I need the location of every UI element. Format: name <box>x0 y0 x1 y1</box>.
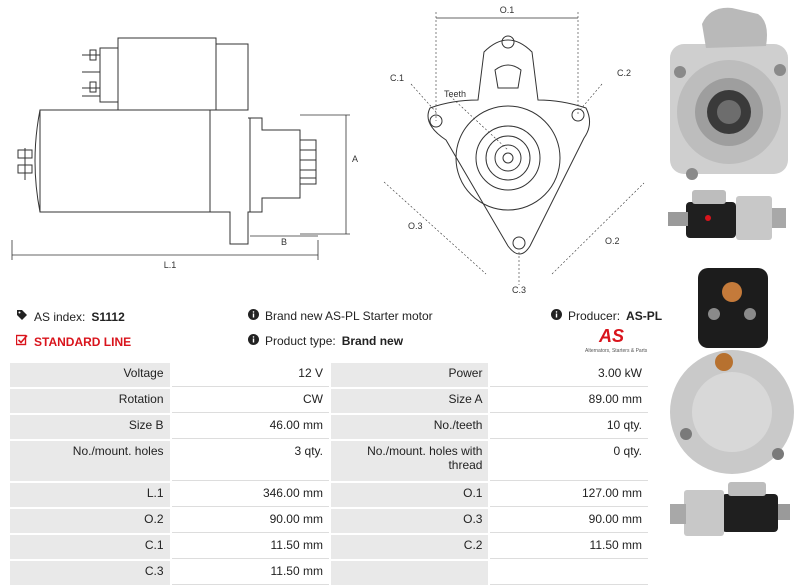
table-row: C.3 11.50 mm <box>10 561 648 585</box>
spec-label: O.3 <box>330 509 489 533</box>
spec-label: C.1 <box>10 535 170 559</box>
spec-label: O.1 <box>330 483 489 507</box>
product-type-label: Product type: <box>265 334 336 348</box>
product-photo-rear <box>670 268 794 474</box>
product-type-value: Brand new <box>341 334 404 348</box>
dim-label-o1: O.1 <box>500 5 515 15</box>
spec-value: 10 qty. <box>490 415 648 439</box>
dim-label-c1: C.1 <box>390 73 404 83</box>
dim-label-o3: O.3 <box>408 221 423 231</box>
dim-label-teeth: Teeth <box>444 89 466 99</box>
dim-label-c3: C.3 <box>512 285 526 295</box>
spec-label: Size B <box>10 415 170 439</box>
logo-mark: AS <box>599 326 625 346</box>
spec-label <box>330 561 489 585</box>
standard-line: STANDARD LINE <box>15 334 132 349</box>
dim-label-l1: L.1 <box>164 260 177 270</box>
tag-icon <box>16 309 28 324</box>
spec-label: L.1 <box>10 483 170 507</box>
table-row: Voltage 12 V Power 3.00 kW <box>10 363 648 387</box>
technical-drawing: L.1 B A O.1 C.1 C.2 Teeth O.3 O.2 C.3 <box>11 5 645 295</box>
as-index-label: AS index: <box>34 309 86 324</box>
side-view <box>17 37 317 245</box>
dim-label-c2: C.2 <box>617 68 631 78</box>
table-row: O.2 90.00 mm O.3 90.00 mm <box>10 509 648 533</box>
spec-value: 11.50 mm <box>171 535 329 559</box>
product-photo-side-small <box>668 190 786 240</box>
info-icon <box>248 309 259 323</box>
table-row: Rotation CW Size A 89.00 mm <box>10 389 648 413</box>
spec-label: Rotation <box>10 389 170 413</box>
spec-value: 90.00 mm <box>490 509 648 533</box>
as-pl-logo: AS Alternators, Starters & Parts <box>585 326 651 358</box>
spec-label: No./mount. holes <box>10 441 170 481</box>
spec-label: Voltage <box>10 363 170 387</box>
front-dimensions <box>383 12 645 285</box>
product-photo-front <box>670 7 788 180</box>
producer: Producer: AS-PL <box>551 309 662 323</box>
spec-value: 346.00 mm <box>171 483 329 507</box>
description-text: Brand new AS-PL Starter motor <box>265 309 433 323</box>
spec-value: 90.00 mm <box>171 509 329 533</box>
spec-label: O.2 <box>10 509 170 533</box>
logo-tagline: Alternators, Starters & Parts <box>585 348 648 354</box>
spec-value: 11.50 mm <box>171 561 329 585</box>
spec-value: 89.00 mm <box>490 389 648 413</box>
specs-table: Voltage 12 V Power 3.00 kW Rotation CW S… <box>8 361 650 587</box>
product-type: Product type: Brand new <box>248 334 403 348</box>
as-index: AS index: S1112 <box>16 309 125 324</box>
dim-label-o2: O.2 <box>605 236 620 246</box>
spec-value: CW <box>171 389 329 413</box>
spec-value: 127.00 mm <box>490 483 648 507</box>
spec-value: 11.50 mm <box>490 535 648 559</box>
info-icon <box>551 309 562 323</box>
table-row: Size B 46.00 mm No./teeth 10 qty. <box>10 415 648 439</box>
side-dimensions <box>11 114 350 260</box>
dim-label-b: B <box>281 237 287 247</box>
as-index-value: S1112 <box>91 309 125 324</box>
standard-line-label: STANDARD LINE <box>34 334 132 349</box>
spec-value: 3 qty. <box>171 441 329 481</box>
spec-label: No./teeth <box>330 415 489 439</box>
spec-label: No./mount. holes with thread <box>330 441 489 481</box>
producer-value: AS-PL <box>626 309 663 323</box>
spec-label: C.2 <box>330 535 489 559</box>
spec-value: 3.00 kW <box>490 363 648 387</box>
info-icon <box>248 334 259 348</box>
table-row: No./mount. holes 3 qty. No./mount. holes… <box>10 441 648 481</box>
dim-label-a: A <box>352 154 358 164</box>
spec-label: Size A <box>330 389 489 413</box>
spec-value: 46.00 mm <box>171 415 329 439</box>
spec-label: C.3 <box>10 561 170 585</box>
spec-value: 0 qty. <box>490 441 648 481</box>
table-row: C.1 11.50 mm C.2 11.50 mm <box>10 535 648 559</box>
check-square-icon <box>15 334 28 349</box>
spec-value: 12 V <box>171 363 329 387</box>
front-view <box>427 35 590 255</box>
producer-label: Producer: <box>568 309 621 323</box>
spec-label: Power <box>330 363 489 387</box>
description: Brand new AS-PL Starter motor <box>248 309 433 323</box>
spec-value <box>490 561 648 585</box>
table-row: L.1 346.00 mm O.1 127.00 mm <box>10 483 648 507</box>
product-photo-side <box>670 482 790 536</box>
